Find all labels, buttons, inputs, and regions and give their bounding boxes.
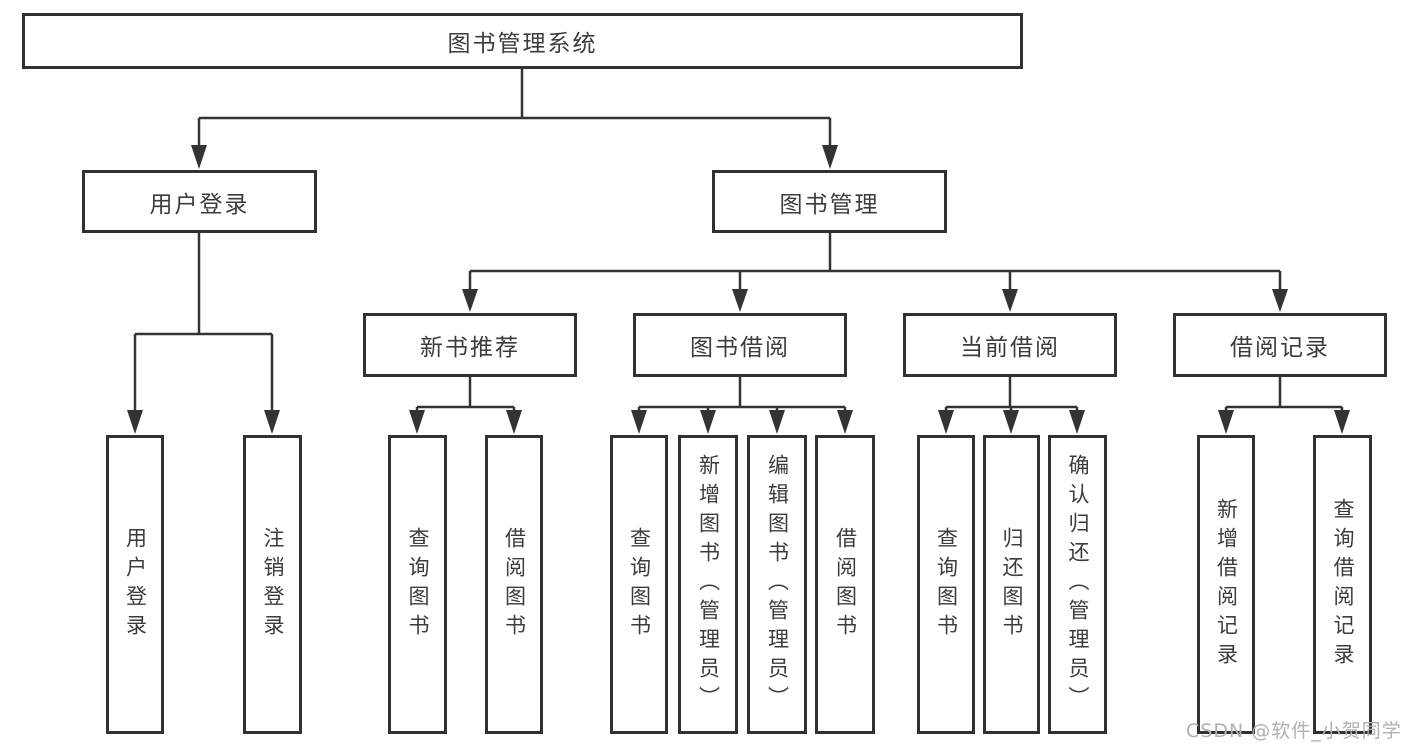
leaf-query-books-current: 查询图书 [917,435,975,734]
node-current-borrowing: 当前借阅 [903,313,1117,377]
node-book-borrowing: 图书借阅 [633,313,847,377]
leaf-edit-books-admin: 编辑图书（管理员） [747,435,807,734]
node-new-book-recommendation: 新书推荐 [363,313,577,377]
leaf-confirm-return-admin: 确认归还（管理员） [1048,435,1107,734]
leaf-user-login: 用户登录 [106,435,164,734]
node-library-management-system: 图书管理系统 [22,13,1023,69]
leaf-add-borrow-record: 新增借阅记录 [1197,435,1255,734]
leaf-query-books-recommend: 查询图书 [388,435,447,734]
node-book-management: 图书管理 [712,170,947,233]
watermark-text: CSDN @软件_小贺同学 [1186,720,1402,742]
leaf-borrow-books-recommend: 借阅图书 [485,435,543,734]
leaf-query-books-borrow: 查询图书 [610,435,668,734]
leaf-query-borrow-record: 查询借阅记录 [1313,435,1372,734]
node-user-login: 用户登录 [82,170,317,233]
leaf-logout: 注销登录 [243,435,302,734]
leaf-borrow-books: 借阅图书 [815,435,875,734]
node-borrowing-records: 借阅记录 [1173,313,1387,377]
leaf-return-books: 归还图书 [983,435,1040,734]
leaf-add-books-admin: 新增图书（管理员） [678,435,738,734]
